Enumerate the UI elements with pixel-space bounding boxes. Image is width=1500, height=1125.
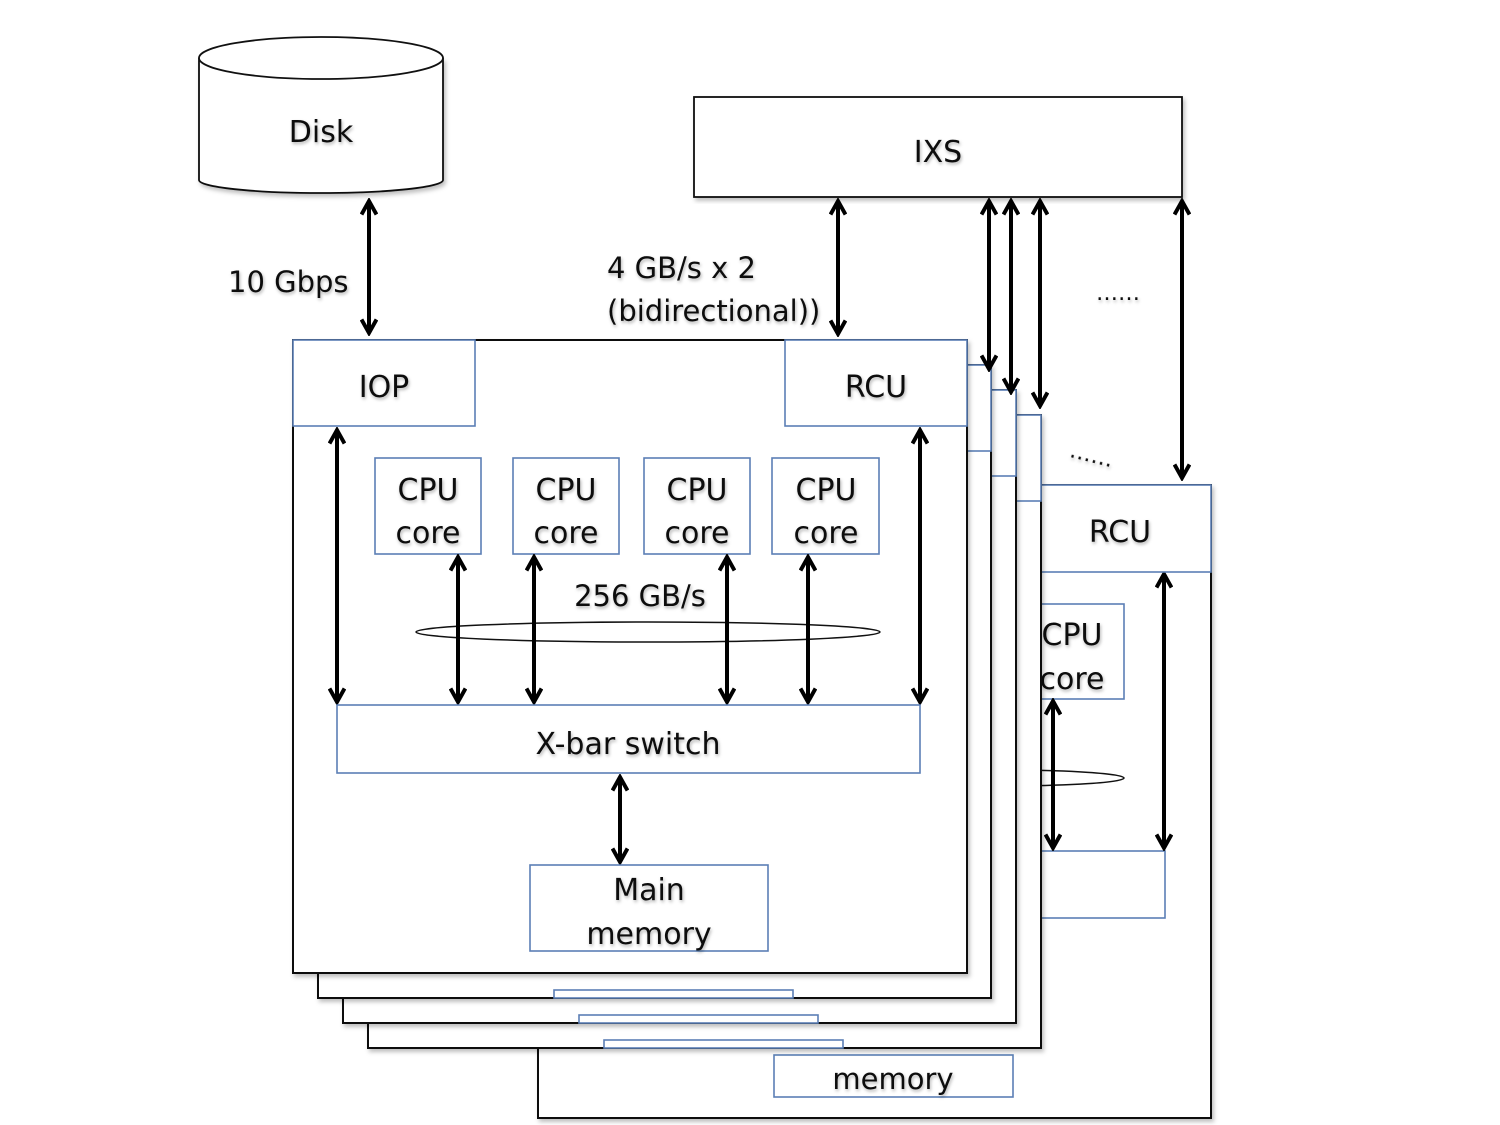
cpu-core-box-3	[643, 457, 751, 555]
cpu-core-box-4	[771, 457, 880, 555]
cpu-bandwidth-ellipse	[415, 621, 881, 643]
disk-cylinder-top	[198, 36, 444, 80]
ixs-ellipsis: ……	[1096, 281, 1140, 306]
back-node-rcu-label: RCU	[1089, 515, 1151, 550]
rcu-box	[784, 339, 968, 427]
ixs-link-label-line2: (bidirectional))	[607, 294, 820, 328]
xbar-switch-box	[336, 704, 921, 774]
stacked-node-1-memory-edge	[553, 989, 794, 999]
disk-label: Disk	[289, 115, 354, 150]
cpu-bandwidth-label: 256 GB/s	[574, 579, 706, 613]
disk-cylinder-body	[198, 58, 444, 194]
disk-link-label: 10 Gbps	[228, 265, 349, 299]
back-node-memory-label: memory	[832, 1062, 953, 1096]
ixs-link-label-line1: 4 GB/s x 2	[607, 251, 756, 285]
cpu-core-2-label-2: core	[534, 516, 599, 551]
xbar-switch-label: X-bar switch	[536, 727, 721, 762]
iop-label: IOP	[359, 370, 410, 405]
cpu-core-3-label-1: CPU	[667, 473, 728, 508]
cpu-core-box-1	[374, 457, 482, 555]
back-node-cpu-label-1: CPU	[1042, 618, 1103, 653]
front-node: IOP RCU CPU core CPU core CPU core CPU c…	[292, 339, 968, 974]
cpu-core-4-label-1: CPU	[796, 473, 857, 508]
ixs-box	[693, 96, 1183, 198]
ixs-label: IXS	[914, 135, 962, 170]
cpu-core-1-label-2: core	[396, 516, 461, 551]
cpu-core-2-label-1: CPU	[536, 473, 597, 508]
stacked-node-3-memory-edge	[603, 1039, 844, 1049]
cpu-core-1-label-1: CPU	[398, 473, 459, 508]
cpu-core-3-label-2: core	[665, 516, 730, 551]
stacked-node-2-memory-edge	[578, 1014, 819, 1024]
main-memory-box	[529, 864, 769, 952]
disk: Disk	[198, 36, 444, 194]
main-memory-label-1: Main	[613, 873, 685, 908]
iop-box	[292, 339, 476, 427]
cpu-core-4-label-2: core	[794, 516, 859, 551]
main-memory-label-2: memory	[586, 917, 711, 952]
node-stack-ellipsis: ……	[1067, 438, 1116, 473]
cpu-core-box-2	[512, 457, 620, 555]
back-node-memory-box	[773, 1054, 1014, 1098]
rcu-label: RCU	[845, 370, 907, 405]
back-node-cpu-label-2: core	[1040, 662, 1105, 697]
